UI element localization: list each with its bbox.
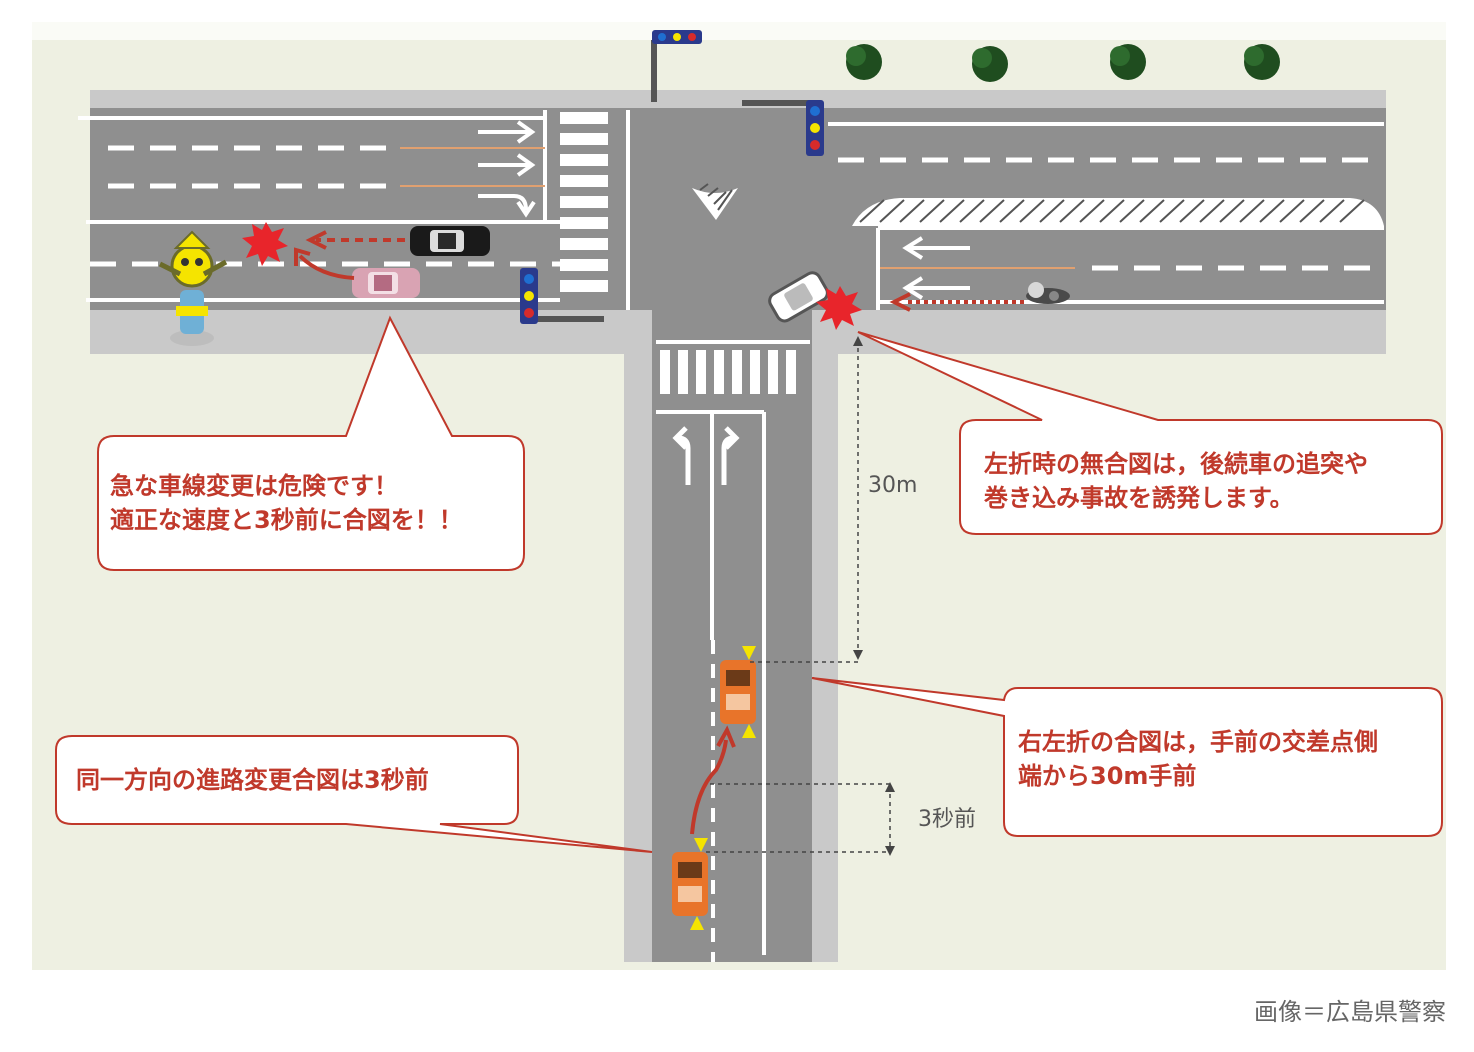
side-road-markings: [656, 410, 766, 962]
collision-burst-east: [816, 286, 862, 330]
callout-turn-signal: 右左折の合図は，手前の交差点側 端から30m手前: [811, 677, 1443, 837]
callout-left-turn: 左折時の無合図は，後続車の追突や 巻き込み事故を誘発します。: [857, 331, 1443, 535]
distance-marker-heads: [853, 336, 895, 856]
callout-lane-change: 急な車線変更は危険です！ 適正な速度と3秒前に合図を！！: [97, 315, 525, 571]
channelizing-island: [692, 183, 1384, 226]
callout-left-turn-line1: 左折時の無合図は，後続車の追突や: [984, 450, 1368, 478]
black-car: [410, 226, 490, 256]
lane-arrows: [478, 120, 970, 300]
roadside-trees: [846, 44, 1280, 82]
orange-car-front: [720, 646, 756, 738]
orange-car-rear: [672, 838, 708, 930]
callout-turn-signal-line2: 端から30m手前: [1018, 762, 1196, 790]
crosswalk-west: [560, 112, 608, 292]
collision-burst-west: [242, 222, 288, 266]
callout-same-direction: 同一方向の進路変更合図は3秒前: [55, 735, 653, 853]
lane-separation-lines: [400, 147, 1075, 269]
motorcycle: [1026, 282, 1070, 304]
traffic-signal-east: [742, 100, 824, 156]
thirty-meter-label: 30m: [868, 473, 917, 498]
callout-left-turn-line2: 巻き込み事故を誘発します。: [984, 484, 1294, 512]
callout-lane-change-line2: 適正な速度と3秒前に合図を！！: [110, 506, 463, 534]
callout-lane-change-line1: 急な車線変更は危険です！: [110, 472, 398, 500]
police-mascot: [158, 230, 228, 346]
white-car-turning: [768, 271, 829, 323]
crosswalk-south: [656, 340, 810, 394]
callout-same-direction-line1: 同一方向の進路変更合図は3秒前: [76, 766, 429, 794]
callout-turn-signal-line1: 右左折の合図は，手前の交差点側: [1018, 728, 1378, 756]
traffic-signal-north: [651, 30, 702, 102]
image-credit: 画像＝広島県警察: [1254, 998, 1446, 1026]
distance-markers: [706, 340, 891, 853]
pink-car: [352, 268, 420, 298]
top-strip: [32, 22, 1446, 40]
traffic-signal-south: [520, 268, 604, 324]
intersection-box: [628, 108, 828, 310]
three-second-label: 3秒前: [918, 807, 976, 832]
movement-arrows: [294, 230, 1024, 835]
main-road-markings: [78, 110, 1384, 310]
